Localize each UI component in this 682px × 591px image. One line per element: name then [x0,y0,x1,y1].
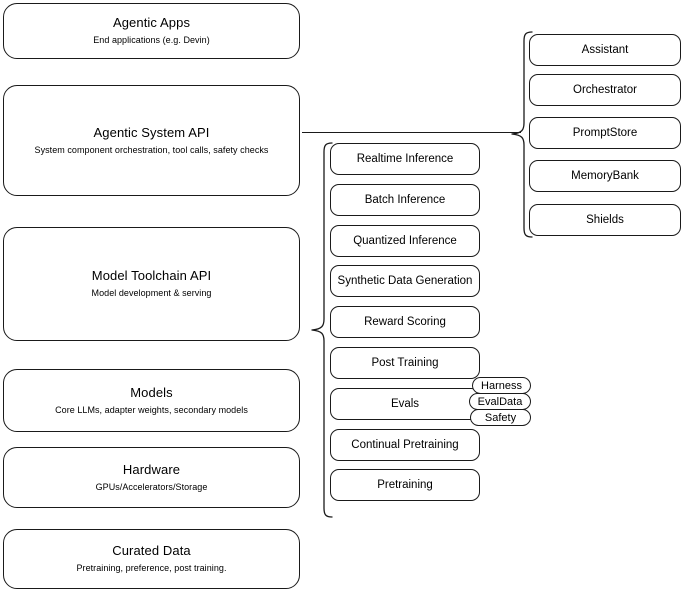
component-synthetic-data-generation[interactable]: Synthetic Data Generation [330,265,480,297]
component-quantized-inference[interactable]: Quantized Inference [330,225,480,257]
layer-subtitle: Model development & serving [91,288,212,298]
component-promptstore[interactable]: PromptStore [529,117,681,149]
component-label: Shields [586,214,624,226]
badge-harness[interactable]: Harness [472,377,531,394]
layer-subtitle: Pretraining, preference, post training. [76,563,227,573]
connector-system-api-to-components [302,132,521,134]
component-assistant[interactable]: Assistant [529,34,681,66]
component-shields[interactable]: Shields [529,204,681,236]
component-pretraining[interactable]: Pretraining [330,469,480,501]
component-label: PromptStore [572,127,638,139]
component-label: Reward Scoring [364,316,446,328]
layer-models[interactable]: Models Core LLMs, adapter weights, secon… [3,369,300,432]
component-label: Realtime Inference [356,153,454,165]
component-batch-inference[interactable]: Batch Inference [330,184,480,216]
component-continual-pretraining[interactable]: Continual Pretraining [330,429,480,461]
component-memorybank[interactable]: MemoryBank [529,160,681,192]
component-label: Post Training [371,357,439,369]
component-orchestrator[interactable]: Orchestrator [529,74,681,106]
layer-subtitle: GPUs/Accelerators/Storage [95,481,208,492]
component-evals[interactable]: Evals [330,388,480,420]
layer-title: Curated Data [112,543,191,558]
layer-title: Agentic Apps [112,15,191,30]
layer-title: Models [130,384,173,400]
badge-label: Safety [484,411,517,424]
layer-title: Model Toolchain API [91,268,212,283]
component-label: Pretraining [377,479,433,491]
badge-label: EvalData [477,395,523,408]
component-label: Evals [390,398,420,410]
layer-subtitle: End applications (e.g. Devin) [93,35,210,45]
layer-agentic-apps[interactable]: Agentic Apps End applications (e.g. Devi… [3,3,300,59]
component-label: Synthetic Data Generation [337,275,473,287]
layer-agentic-system-api[interactable]: Agentic System API System component orch… [3,85,300,196]
component-label: Continual Pretraining [351,439,459,451]
badge-label: Harness [481,379,522,392]
component-label: Quantized Inference [353,235,457,247]
component-label: MemoryBank [571,170,639,182]
component-realtime-inference[interactable]: Realtime Inference [330,143,480,175]
layer-hardware[interactable]: Hardware GPUs/Accelerators/Storage [3,447,300,508]
component-reward-scoring[interactable]: Reward Scoring [330,306,480,338]
layer-subtitle: Core LLMs, adapter weights, secondary mo… [55,404,248,415]
component-label: Orchestrator [573,84,637,96]
badge-evaldata[interactable]: EvalData [469,393,531,410]
layer-curated-data[interactable]: Curated Data Pretraining, preference, po… [3,529,300,589]
layer-title: Hardware [122,461,181,477]
layer-model-toolchain-api[interactable]: Model Toolchain API Model development & … [3,227,300,341]
component-post-training[interactable]: Post Training [330,347,480,379]
layer-title: Agentic System API [93,124,210,140]
layer-subtitle: System component orchestration, tool cal… [34,144,269,155]
badge-safety[interactable]: Safety [470,409,531,426]
component-label: Assistant [581,44,629,56]
component-label: Batch Inference [364,194,446,206]
